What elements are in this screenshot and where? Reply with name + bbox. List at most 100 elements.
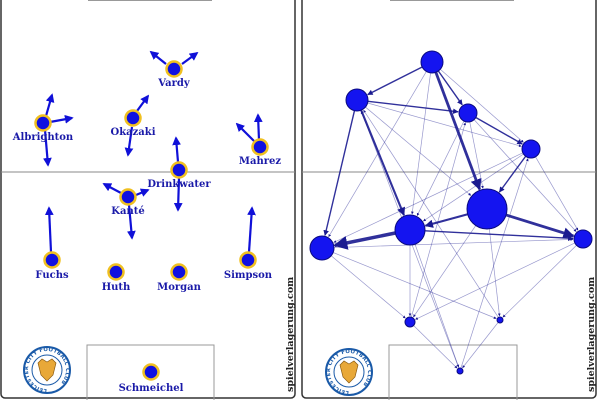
player-name: Huth bbox=[102, 282, 131, 293]
player-albrighton: Albrighton bbox=[12, 114, 74, 143]
player-schmeichel: Schmeichel bbox=[119, 363, 184, 394]
player-name: Drinkwater bbox=[147, 179, 211, 190]
right-pitch bbox=[301, 0, 597, 400]
player-marker bbox=[34, 114, 52, 132]
player-marker bbox=[165, 60, 183, 78]
pass-edge bbox=[410, 122, 467, 318]
player-okazaki: Okazaki bbox=[110, 109, 156, 138]
pass-edge bbox=[333, 238, 574, 248]
pass-edge bbox=[411, 72, 431, 215]
pass-edge bbox=[365, 106, 472, 196]
pass-edge bbox=[416, 120, 465, 216]
pass-edge bbox=[328, 71, 427, 238]
pass-node bbox=[420, 50, 444, 74]
player-name: Morgan bbox=[157, 282, 201, 293]
player-simpson: Simpson bbox=[224, 251, 273, 281]
movement-arrow bbox=[135, 188, 150, 197]
pass-edge bbox=[437, 70, 463, 106]
watermark-right: spielverlagerung.com bbox=[586, 277, 597, 392]
movement-arrows bbox=[43, 50, 263, 253]
movement-arrow bbox=[126, 204, 136, 240]
player-morgan: Morgan bbox=[157, 263, 202, 293]
pass-edge bbox=[460, 158, 529, 369]
movement-arrow bbox=[102, 183, 122, 194]
movement-arrow bbox=[149, 50, 167, 65]
player-marker bbox=[170, 263, 188, 281]
watermark-left: spielverlagerung.com bbox=[285, 277, 296, 392]
pass-edge bbox=[367, 100, 459, 115]
player-marker bbox=[43, 251, 61, 269]
player-drinkwater: Drinkwater bbox=[147, 161, 211, 190]
player-name: Kanté bbox=[111, 206, 144, 217]
movement-arrow bbox=[124, 126, 134, 157]
movement-arrow bbox=[247, 206, 256, 253]
pass-edge bbox=[502, 245, 577, 318]
player-marker bbox=[107, 263, 125, 281]
club-crest-icon bbox=[325, 348, 373, 396]
club-crest-icon bbox=[23, 346, 71, 394]
pass-edge bbox=[424, 213, 468, 228]
pass-node bbox=[309, 235, 335, 261]
pass-edge bbox=[360, 109, 405, 216]
pass-node bbox=[466, 188, 508, 230]
pass-edge bbox=[469, 121, 484, 189]
left-pitch bbox=[0, 0, 296, 400]
pass-edge bbox=[498, 155, 527, 193]
player-marker bbox=[142, 363, 160, 381]
pass-edge bbox=[475, 116, 523, 145]
player-marker bbox=[239, 251, 257, 269]
pass-node bbox=[345, 88, 369, 112]
pass-network-nodes bbox=[309, 50, 593, 375]
pass-network-edges bbox=[323, 66, 579, 369]
pass-node bbox=[496, 316, 504, 324]
movement-arrow bbox=[172, 136, 181, 163]
player-marker bbox=[124, 109, 142, 127]
player-vardy: Vardy bbox=[157, 60, 191, 89]
player-marker bbox=[170, 161, 188, 179]
pass-edge bbox=[473, 119, 577, 232]
pass-edge bbox=[332, 252, 497, 319]
pass-node bbox=[521, 139, 541, 159]
pass-edge bbox=[333, 231, 396, 250]
pass-edge bbox=[333, 152, 524, 243]
movement-arrow bbox=[173, 177, 183, 212]
player-name: Mahrez bbox=[239, 156, 281, 167]
pass-edge bbox=[323, 110, 356, 236]
pass-edge bbox=[415, 242, 576, 320]
movement-arrow bbox=[44, 93, 55, 117]
player-kanté: Kanté bbox=[111, 188, 145, 217]
pass-edge bbox=[535, 156, 579, 231]
movement-arrow bbox=[235, 122, 255, 142]
pass-edge bbox=[330, 255, 406, 319]
pass-edge bbox=[424, 230, 574, 242]
pass-edge bbox=[367, 66, 423, 96]
player-huth: Huth bbox=[102, 263, 131, 293]
movement-arrow bbox=[43, 129, 52, 167]
pass-node bbox=[394, 214, 426, 246]
player-marker bbox=[251, 138, 269, 156]
player-name: Vardy bbox=[157, 78, 191, 89]
pass-edge bbox=[413, 225, 477, 318]
player-fuchs: Fuchs bbox=[35, 251, 69, 281]
pass-edge bbox=[413, 325, 458, 369]
movement-arrow bbox=[181, 51, 199, 65]
pass-node bbox=[573, 229, 593, 249]
pass-edge bbox=[363, 109, 499, 318]
pass-node bbox=[456, 367, 464, 375]
pass-edge bbox=[440, 68, 524, 143]
movement-arrow bbox=[49, 114, 74, 124]
pass-edge bbox=[367, 102, 522, 147]
player-name: Schmeichel bbox=[119, 383, 184, 394]
pass-node bbox=[458, 103, 478, 123]
pass-edge bbox=[462, 322, 499, 369]
pass-edge bbox=[414, 244, 460, 368]
pass-edge bbox=[488, 228, 501, 317]
pass-node bbox=[404, 316, 416, 328]
player-name: Albrighton bbox=[12, 132, 74, 143]
movement-arrow bbox=[136, 94, 150, 112]
player-name: Fuchs bbox=[35, 270, 69, 281]
pass-edge bbox=[423, 153, 524, 222]
